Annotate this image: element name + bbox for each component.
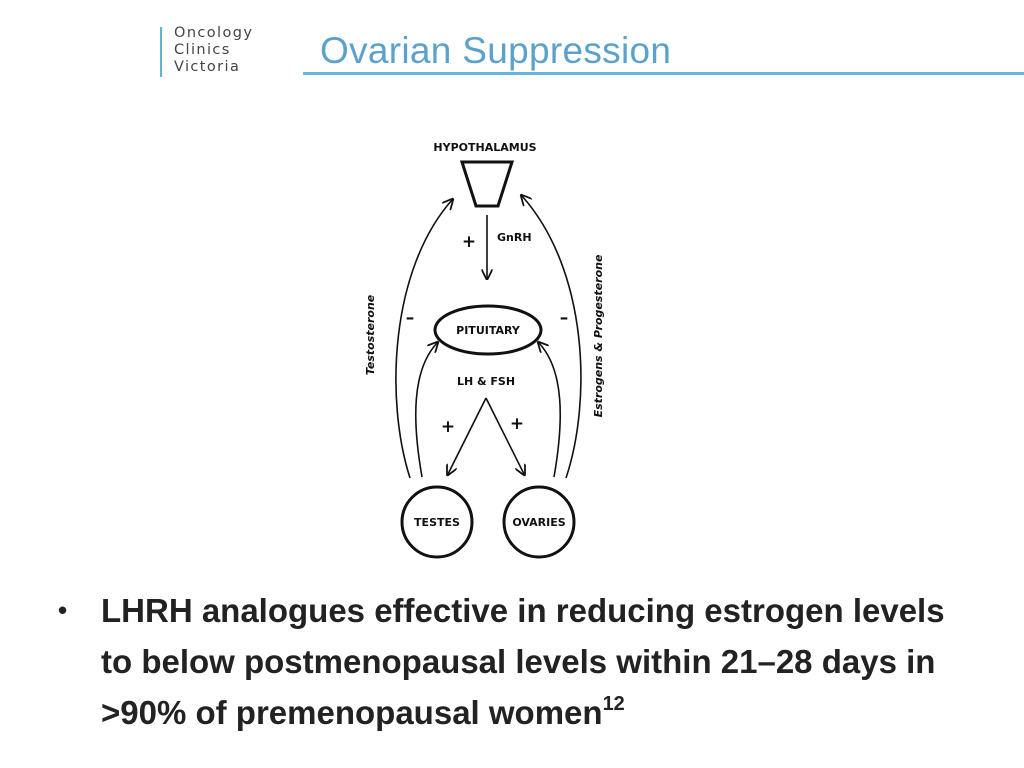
bullet-marker: • <box>58 595 68 625</box>
logo-wordmark: Oncology Clinics Victoria <box>174 25 253 76</box>
ovaries-circle <box>502 485 576 559</box>
logo-line-2: Clinics <box>174 42 231 58</box>
testes-circle <box>400 485 474 559</box>
lh-fsh-arrow-testes <box>448 397 487 474</box>
pituitary-ellipse <box>433 304 543 356</box>
estrogens-minus-sign: – <box>560 308 569 328</box>
logo-line-3: Victoria <box>174 59 241 75</box>
bullet-text: LHRH analogues effective in reducing est… <box>101 592 945 731</box>
pituitary-label: PITUITARY <box>456 324 521 337</box>
ovaries-label: OVARIES <box>512 516 565 529</box>
estrogens-to-pituitary-arrow <box>539 343 562 478</box>
hypothalamus-label: HYPOTHALAMUS <box>433 141 536 154</box>
gnrh-plus-sign: + <box>462 232 476 252</box>
ovaries-plus-sign: + <box>510 414 524 434</box>
logo-line-1: Oncology <box>174 25 254 41</box>
testes-label: TESTES <box>414 516 460 529</box>
bullet-body: LHRH analogues effective in reducing est… <box>101 585 961 738</box>
lh-fsh-arrow-ovaries <box>485 397 524 474</box>
slide-title: Ovarian Suppression <box>320 30 672 71</box>
logo-divider <box>160 27 162 77</box>
testosterone-to-hypothalamus-arrow <box>395 200 452 479</box>
testes-plus-sign: + <box>441 417 455 437</box>
lh-fsh-label: LH & FSH <box>457 375 515 388</box>
hypothalamus-trapezoid <box>459 160 515 208</box>
hormone-axis-diagram: HYPOTHALAMUS + GnRH PITUITARY LH & FSH +… <box>340 130 640 570</box>
citation-superscript: 12 <box>602 693 625 715</box>
testosterone-to-pituitary-arrow <box>414 343 437 478</box>
estrogens-progesterone-label: Estrogens & Progesterone <box>592 254 605 417</box>
testosterone-minus-sign: – <box>406 308 415 328</box>
estrogens-to-hypothalamus-arrow <box>522 196 582 479</box>
diagram-canvas: HYPOTHALAMUS + GnRH PITUITARY LH & FSH +… <box>364 141 605 559</box>
gnrh-label: GnRH <box>497 231 532 244</box>
title-underline <box>303 72 1024 75</box>
testosterone-label: Testosterone <box>364 294 377 375</box>
